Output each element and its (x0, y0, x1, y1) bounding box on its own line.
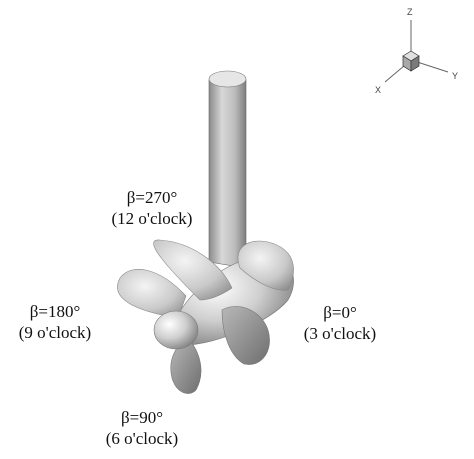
axis-label-x: X (375, 85, 381, 95)
label-beta-180-clock: (9 o'clock) (18, 323, 92, 342)
blade-left (117, 269, 187, 319)
label-beta-180-angle: β=180° (29, 302, 81, 321)
label-beta-270-angle: β=270° (126, 188, 178, 207)
label-beta-0-clock: (3 o'clock) (303, 324, 377, 343)
axis-cube-icon (402, 50, 420, 72)
label-beta-90-angle: β=90° (120, 408, 164, 427)
axis-label-z: Z (407, 7, 413, 17)
label-beta-0: β=0° (3 o'clock) (290, 302, 390, 344)
label-beta-90: β=90° (6 o'clock) (92, 407, 192, 449)
blade-right (221, 306, 270, 365)
hub-cap (153, 310, 199, 350)
axis-label-y: Y (452, 71, 458, 81)
label-beta-0-angle: β=0° (323, 303, 357, 322)
shaft (208, 70, 247, 269)
label-beta-180: β=180° (9 o'clock) (0, 301, 110, 343)
blade-upper-left (153, 239, 233, 301)
label-beta-270-clock: (12 o'clock) (111, 209, 193, 228)
label-beta-90-clock: (6 o'clock) (105, 429, 179, 448)
blade-upper-right (237, 240, 294, 291)
axis-triad: Z X Y (375, 7, 458, 95)
blade-lower (170, 337, 202, 394)
label-beta-270: β=270° (12 o'clock) (92, 187, 212, 229)
